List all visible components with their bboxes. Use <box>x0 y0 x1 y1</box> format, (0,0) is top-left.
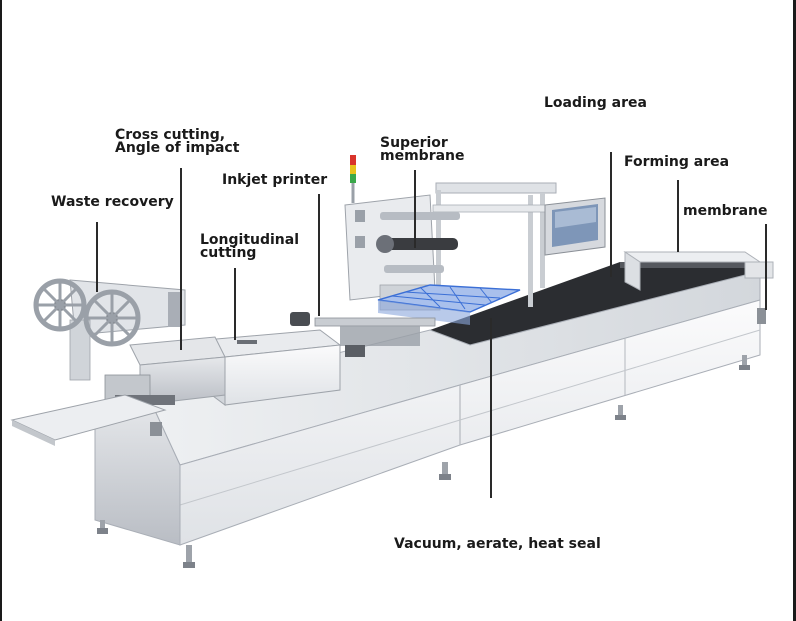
label-longitudinal-cutting-line2: cutting <box>200 245 257 261</box>
label-longitudinal-cutting-line1: Longitudinal <box>200 232 300 248</box>
signal-tower-icon <box>350 155 356 203</box>
label-forming-area: Forming area <box>624 154 730 170</box>
label-longitudinal-cutting: Longitudinal cutting <box>200 232 300 261</box>
label-loading-area: Loading area <box>544 95 647 111</box>
blue-tray-grid <box>377 284 521 325</box>
forming-area-block <box>623 251 774 324</box>
leader-membrane <box>765 224 767 310</box>
frame-edge-right <box>793 0 796 621</box>
leader-longitudinal-cutting <box>234 268 236 340</box>
label-superior-membrane-line1: Superior <box>380 135 448 151</box>
machine-main-body <box>94 274 761 568</box>
leader-inkjet-printer <box>318 194 320 316</box>
label-superior-membrane-line2: membrane <box>380 148 465 164</box>
waste-recovery-wheel-icon <box>33 278 186 381</box>
leader-forming-area <box>677 180 679 252</box>
label-cross-cutting-line1: Cross cutting, <box>115 127 226 143</box>
conveyor-channel <box>430 262 745 345</box>
label-cross-cutting-line2: Angle of impact <box>115 140 240 156</box>
cross-cutting-station <box>104 336 226 406</box>
label-membrane: membrane <box>683 203 768 219</box>
leader-loading-area <box>610 152 612 277</box>
outfeed-tray <box>10 394 167 446</box>
leader-waste-recovery <box>96 222 98 292</box>
frame-edge-left <box>0 0 2 621</box>
leader-cross-cutting <box>180 168 182 350</box>
inkjet-printer-mechanism <box>290 312 436 357</box>
touch-screen-panel-icon <box>544 197 606 256</box>
label-cross-cutting: Cross cutting, Angle of impact <box>115 127 240 156</box>
leader-vacuum-heat-seal <box>490 318 492 498</box>
label-vacuum-heat-seal: Vacuum, aerate, heat seal <box>394 536 601 552</box>
label-inkjet-printer: Inkjet printer <box>222 172 328 188</box>
leader-superior-membrane <box>414 170 416 248</box>
label-superior-membrane: Superior membrane <box>380 135 465 164</box>
label-waste-recovery: Waste recovery <box>51 194 174 210</box>
